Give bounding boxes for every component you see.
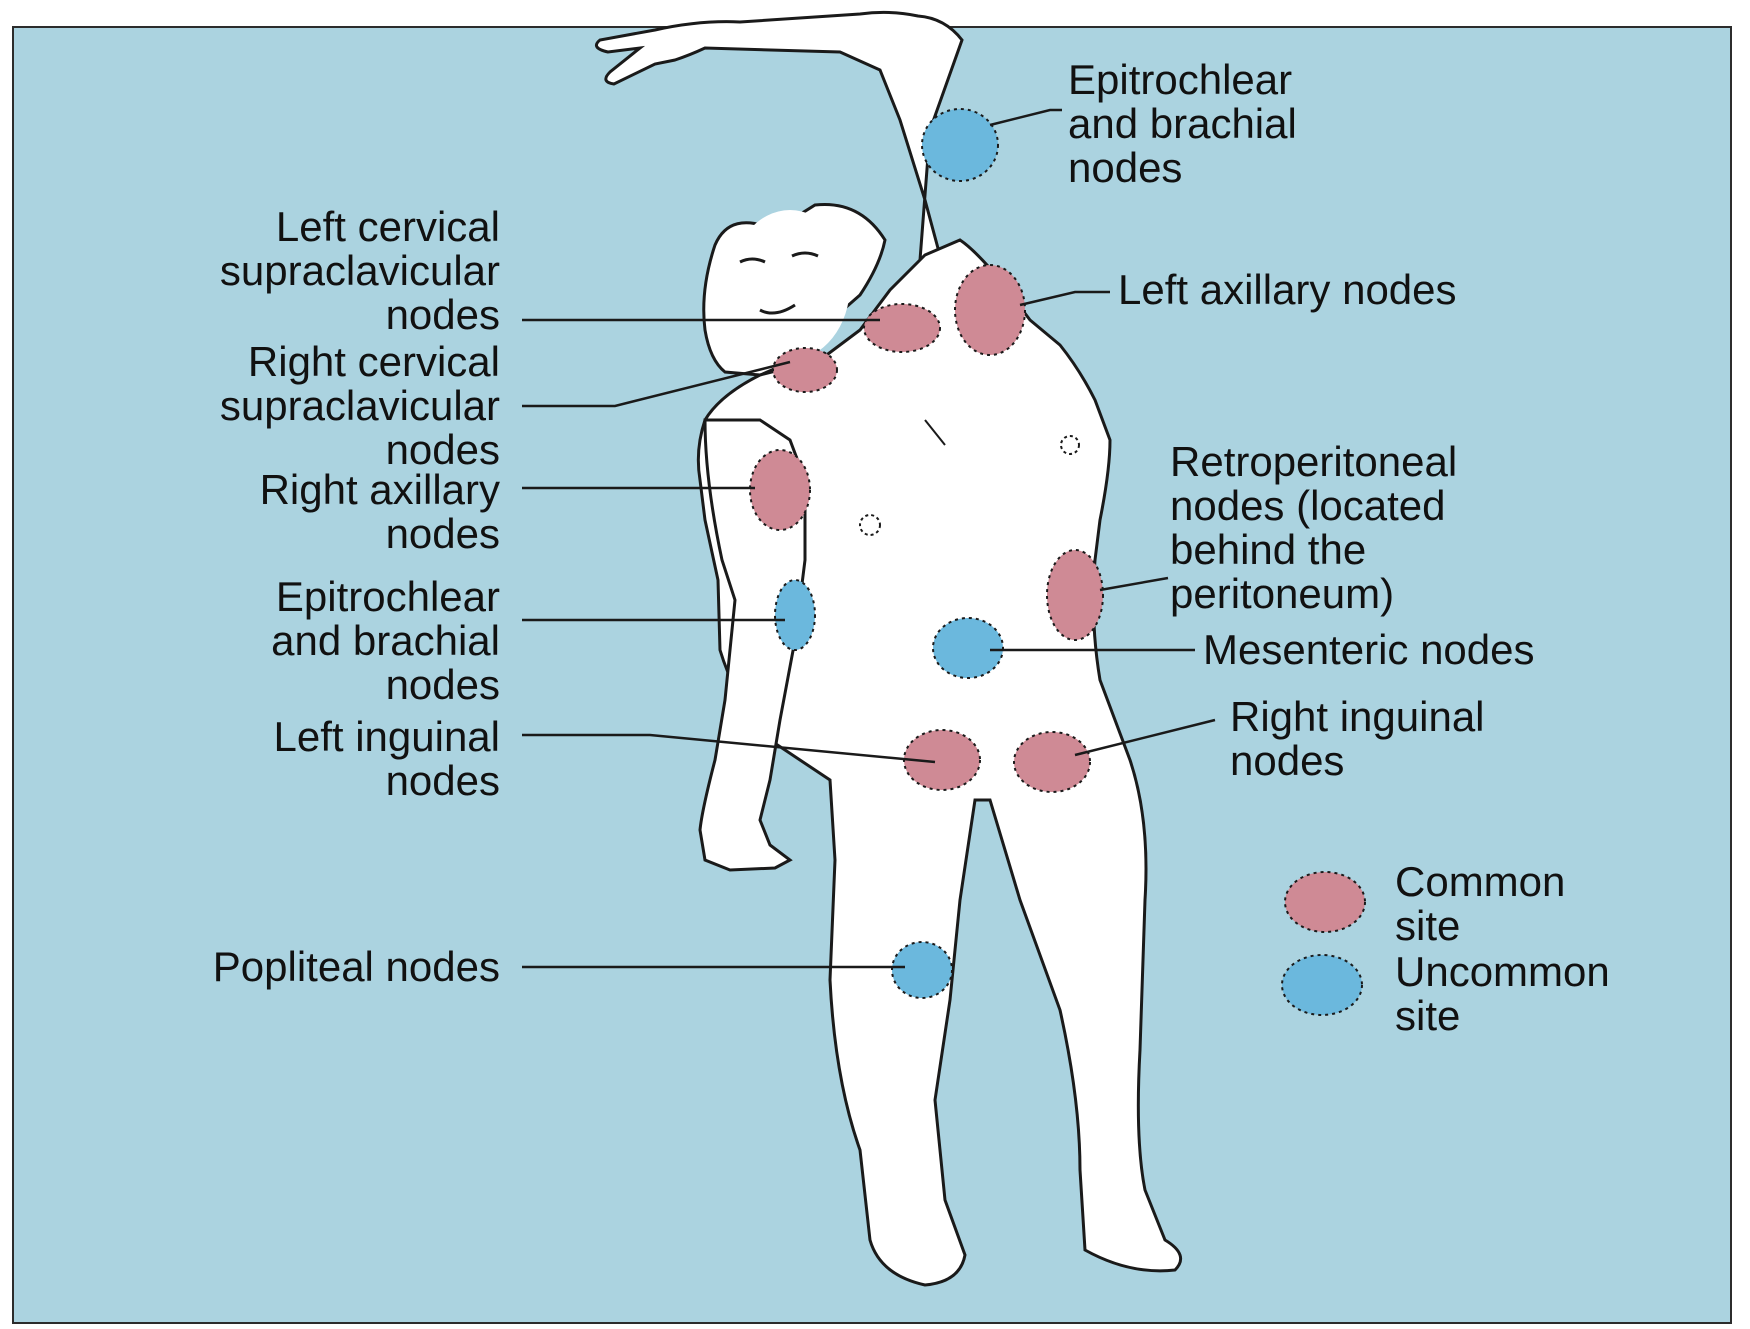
site-right-cervical (773, 348, 837, 392)
site-left-axillary (955, 265, 1025, 355)
leader-retroperitoneal (1100, 578, 1168, 590)
label-left-cervical: Left cervical supraclavicular nodes (220, 205, 500, 337)
label-epitrochlear-left-arm: Epitrochlear and brachial nodes (1068, 58, 1297, 190)
label-epitrochlear-right-arm: Epitrochlear and brachial nodes (271, 575, 500, 707)
site-right-axillary (750, 450, 810, 530)
site-left-cervical (864, 304, 940, 352)
label-right-axillary: Right axillary nodes (260, 468, 500, 556)
label-popliteal: Popliteal nodes (213, 945, 500, 989)
site-mesenteric (933, 618, 1003, 678)
leader-epitrochlear-left-arm (990, 110, 1062, 125)
site-popliteal (892, 942, 952, 998)
label-right-cervical: Right cervical supraclavicular nodes (220, 340, 500, 472)
label-left-axillary: Left axillary nodes (1118, 268, 1457, 312)
legend-common-swatch (1285, 872, 1365, 932)
label-left-inguinal: Left inguinal nodes (273, 715, 500, 803)
site-epitrochlear-right-arm (775, 580, 815, 650)
site-right-inguinal (1014, 732, 1090, 792)
site-retroperitoneal (1047, 550, 1103, 640)
legend-common-label: Common site (1395, 860, 1565, 948)
legend-uncommon-swatch (1282, 955, 1362, 1015)
label-mesenteric: Mesenteric nodes (1203, 628, 1535, 672)
label-retroperitoneal: Retroperitoneal nodes (located behind th… (1170, 440, 1457, 616)
site-epitrochlear-left-arm (922, 109, 998, 181)
label-right-inguinal: Right inguinal nodes (1230, 695, 1485, 783)
face (730, 210, 850, 360)
legend-uncommon-label: Uncommon site (1395, 950, 1610, 1038)
leader-left-axillary (1020, 292, 1110, 305)
